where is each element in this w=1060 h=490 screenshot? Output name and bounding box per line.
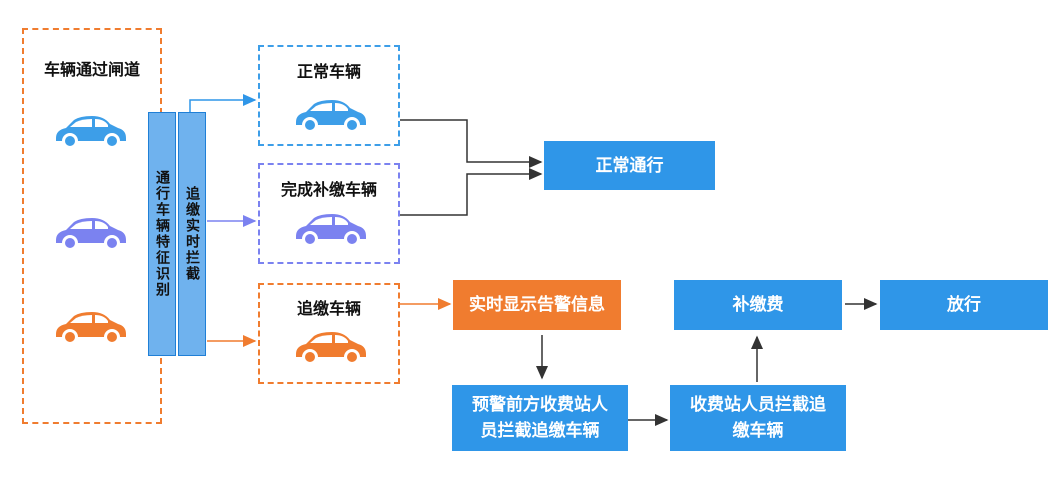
node-warn-staff: 预警前方收费站人员拦截追缴车辆 <box>452 385 628 451</box>
arrow-paid-to-pass <box>400 168 543 216</box>
group-normal-label: 正常车辆 <box>296 62 361 81</box>
car-icon <box>56 312 126 345</box>
car-icon <box>296 332 366 365</box>
node-release: 放行 <box>880 280 1048 330</box>
group-pursue <box>258 283 400 384</box>
node-normal-pass: 正常通行 <box>544 141 715 190</box>
lane-title: 车辆通过闸道 <box>43 60 140 79</box>
car-icon <box>296 100 366 133</box>
group-paid-label: 完成补缴车辆 <box>280 180 377 199</box>
intercept-bar: 追缴实时拦截 <box>178 112 206 356</box>
car-icon <box>56 218 126 251</box>
arrow-normal-to-pass <box>400 119 543 168</box>
car-icon <box>296 214 366 247</box>
node-staff-intercept: 收费站人员拦截追缴车辆 <box>670 385 846 451</box>
group-paid <box>258 163 400 264</box>
car-icon <box>56 116 126 149</box>
node-staff-intercept-text: 收费站人员拦截追缴车辆 <box>690 395 826 441</box>
group-pursue-label: 追缴车辆 <box>296 299 361 318</box>
recognition-bar: 通行车辆特征识别 <box>148 112 176 356</box>
node-alert: 实时显示告警信息 <box>453 280 621 330</box>
node-warn-staff-text: 预警前方收费站人员拦截追缴车辆 <box>472 395 608 441</box>
arrow-to-normal <box>189 94 257 112</box>
group-normal <box>258 45 400 146</box>
node-pay: 补缴费 <box>674 280 842 330</box>
